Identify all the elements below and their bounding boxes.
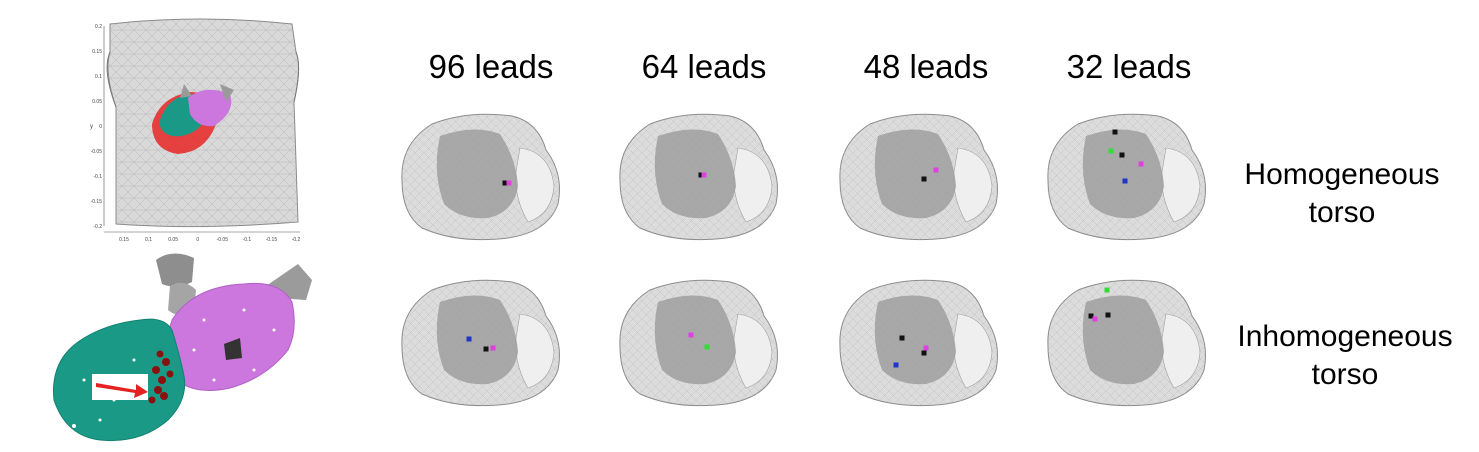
marker-green	[704, 344, 710, 350]
column-label-48: 48 leads	[863, 48, 989, 85]
marker-pink	[506, 180, 512, 186]
y-tick-label: -0.15	[91, 199, 103, 205]
right-lobe	[1161, 313, 1201, 389]
y-tick-label: 0	[99, 124, 102, 130]
column-label-64: 64 leads	[641, 48, 767, 85]
marker-black	[698, 172, 704, 178]
right-lobe	[1161, 147, 1201, 223]
row-label-inhomogeneous: Inhomogeneous torso	[1237, 320, 1453, 391]
heart-closeup-panel	[44, 250, 334, 445]
marker-green	[1108, 148, 1114, 154]
inner-chamber	[1082, 129, 1164, 219]
marker-black	[899, 335, 905, 341]
red-arrow-icon	[96, 383, 148, 398]
inner-chamber	[874, 129, 956, 219]
marker-black	[1105, 312, 1111, 318]
heart-panel-r2-c3	[839, 279, 998, 407]
inner-chamber	[654, 295, 736, 385]
marker-blue	[1122, 178, 1128, 184]
right-lobe	[953, 147, 993, 223]
marker-pink	[1092, 316, 1098, 322]
y-axis-ticks: 0.2 0.15 0.1 0.05 0 -0.05 -0.1 -0.15 -0.2	[91, 24, 103, 230]
right-lobe	[515, 147, 555, 223]
marker-pink	[701, 172, 707, 178]
y-tick-label: -0.1	[93, 174, 102, 180]
x-tick-label: 0.15	[119, 237, 129, 243]
inner-chamber	[874, 295, 956, 385]
marker-black	[921, 176, 927, 182]
y-tick-label: 0.2	[95, 24, 102, 30]
heart-panel-r1-c4	[1047, 113, 1206, 241]
marker-green	[1104, 287, 1110, 293]
x-tick-label: 0.05	[168, 237, 178, 243]
y-tick-label: -0.05	[91, 149, 103, 155]
right-lobe	[953, 313, 993, 389]
marker-pink	[1138, 161, 1144, 167]
heart-panel-r1-c2	[619, 113, 778, 241]
marker-pink	[933, 167, 939, 173]
y-tick-label: -0.2	[93, 224, 102, 230]
column-label-32: 32 leads	[1066, 48, 1192, 85]
marker-black	[483, 346, 489, 352]
heart-panel-r1-c1	[401, 113, 560, 241]
marker-blue	[893, 362, 899, 368]
inner-chamber	[1082, 295, 1164, 385]
heart-closeup-figure	[53, 253, 312, 442]
marker-black	[1088, 313, 1094, 319]
y-tick-label: 0.15	[92, 49, 102, 55]
marker-pink	[923, 345, 929, 351]
inner-chamber	[436, 129, 518, 219]
vessel-left	[156, 253, 194, 287]
y-tick-label: 0.05	[92, 99, 102, 105]
column-label-96: 96 leads	[428, 48, 554, 85]
marker-black	[502, 180, 508, 186]
y-tick-label: 0.1	[95, 74, 102, 80]
marker-black	[1119, 152, 1125, 158]
marker-pink	[688, 332, 694, 338]
heart-panel-r2-c1	[401, 279, 560, 407]
x-tick-label: 0.1	[145, 237, 152, 243]
y-axis-letter: y	[90, 124, 93, 130]
inner-chamber	[654, 129, 736, 219]
heart-panel-r2-c2	[619, 279, 778, 407]
x-tick-label: -0.1	[243, 237, 252, 243]
heart-panel-r2-c4	[1047, 279, 1206, 407]
x-tick-label: -0.05	[217, 237, 229, 243]
heart-violet-surface	[188, 89, 232, 127]
heart-panel-r1-c3	[839, 113, 998, 241]
row-label-homogeneous: Homogeneous torso	[1244, 158, 1440, 229]
marker-black	[921, 350, 927, 356]
x-tick-label: 0	[196, 237, 199, 243]
ablation-dots	[148, 350, 174, 404]
inner-chamber	[436, 295, 518, 385]
marker-blue	[466, 336, 472, 342]
marker-black	[1112, 129, 1118, 135]
violet-dark-patch	[224, 338, 242, 360]
right-lobe	[515, 313, 555, 389]
marker-pink	[490, 345, 496, 351]
right-lobe	[733, 147, 773, 223]
right-lobe	[733, 313, 773, 389]
x-tick-label: -0.2	[292, 237, 301, 243]
x-axis-ticks: 0.15 0.1 0.05 0 -0.05 -0.1 -0.15 -0.2	[119, 237, 300, 243]
x-tick-label: -0.15	[266, 237, 278, 243]
